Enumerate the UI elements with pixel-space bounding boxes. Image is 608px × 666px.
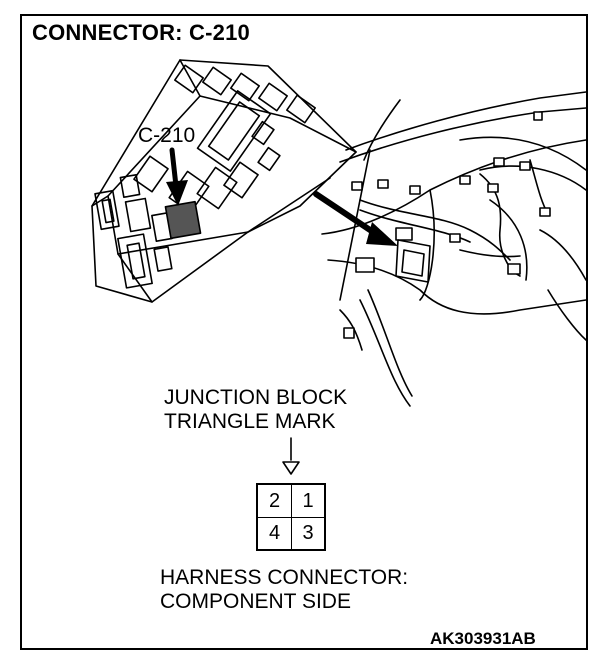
pin-2: 2 (268, 489, 281, 512)
diagram-title: CONNECTOR: C-210 (32, 20, 250, 45)
junction-block-illustration (91, 59, 357, 303)
pin-1: 1 (291, 485, 324, 517)
figure-code: AK303931AB (430, 629, 536, 648)
c210-callout-arrow (166, 147, 188, 206)
c210-callout-label: C-210 (138, 124, 196, 147)
pin-3: 3 (291, 517, 324, 549)
component-side-label: COMPONENT SIDE (160, 590, 351, 613)
harness-connector-label: HARNESS CONNECTOR: (160, 566, 409, 589)
location-arrow (313, 191, 398, 246)
connector-pin-grid: 2 1 4 3 (256, 483, 326, 551)
triangle-mark-label: TRIANGLE MARK (164, 410, 336, 433)
dashboard-illustration (321, 91, 587, 407)
diagram-frame (20, 14, 588, 650)
triangle-mark-indicator (282, 437, 300, 475)
pin-4: 4 (258, 517, 291, 549)
junction-block-label: JUNCTION BLOCK (164, 386, 348, 409)
